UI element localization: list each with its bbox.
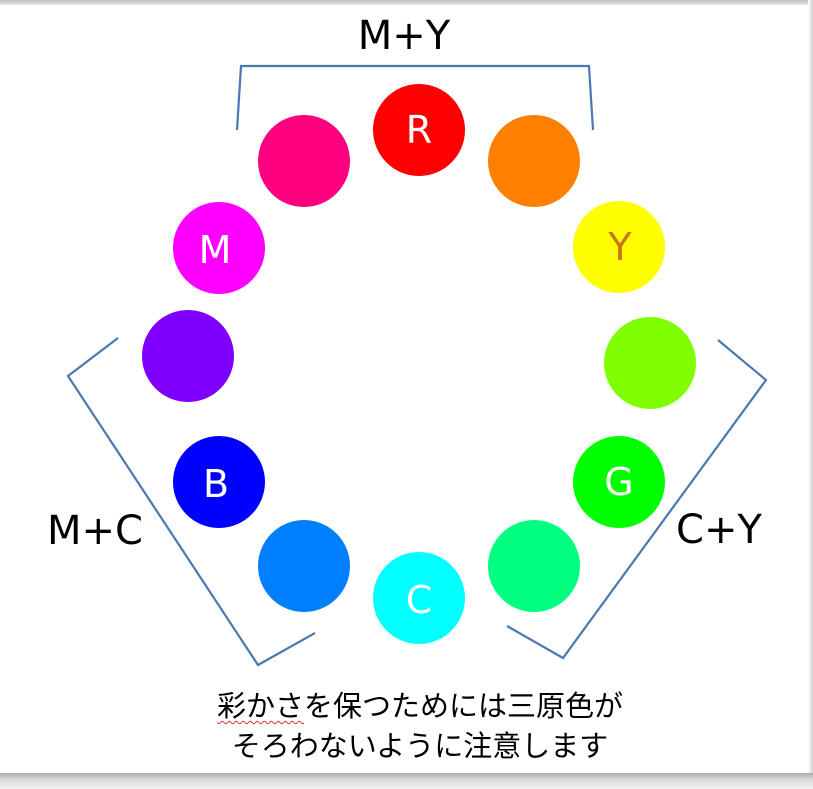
circle-yellow-green-disc	[604, 317, 696, 409]
circle-magenta: M	[173, 202, 265, 294]
circle-magenta-label: M	[199, 228, 232, 272]
circle-cyan-disc	[373, 552, 465, 644]
circle-green-cyan-disc	[488, 520, 580, 612]
circle-red-orange-disc	[488, 115, 580, 207]
circle-cyan-blue	[258, 520, 350, 612]
circle-blue: B	[173, 436, 265, 528]
circle-red-orange	[488, 115, 580, 207]
bracket-m-plus-y	[235, 64, 595, 131]
caption-line-1-word: 彩かさ	[216, 689, 304, 723]
window-top-edge	[0, 0, 813, 5]
caption-line-1-rest: を保つためには三原色が	[304, 689, 624, 723]
circle-violet	[142, 310, 234, 402]
circle-cyan-blue-disc	[258, 520, 350, 612]
circle-yellow-disc	[573, 201, 665, 293]
bracket-m-plus-c	[66, 337, 316, 667]
group-label-m-plus-c: M+C	[47, 508, 143, 554]
circle-red: R	[373, 84, 465, 176]
circle-green-cyan	[488, 520, 580, 612]
circle-blue-label: B	[203, 462, 229, 506]
window-right-edge	[808, 0, 813, 775]
caption-note: 彩かさを保つためには三原色が そろわないように注意します	[120, 686, 720, 766]
circle-magenta-disc	[173, 202, 265, 294]
circle-magenta-red-disc	[258, 115, 350, 207]
circle-green-disc	[573, 436, 665, 528]
circle-violet-disc	[142, 310, 234, 402]
circle-yellow-label: Y	[607, 225, 632, 269]
circle-green: G	[573, 436, 665, 528]
circle-red-label: R	[406, 108, 432, 152]
circle-red-disc	[373, 84, 465, 176]
circle-yellow-green	[604, 317, 696, 409]
circle-green-label: G	[604, 460, 633, 504]
circle-yellow: Y	[573, 201, 665, 293]
window-bottom-edge	[0, 773, 813, 789]
group-label-c-plus-y: C+Y	[676, 507, 762, 553]
circle-cyan-label: C	[406, 578, 433, 622]
caption-line-1: 彩かさを保つためには三原色が	[120, 686, 720, 726]
circle-magenta-red	[258, 115, 350, 207]
group-label-m-plus-y: M+Y	[358, 13, 451, 59]
circle-cyan: C	[373, 552, 465, 644]
bracket-c-plus-y	[506, 339, 768, 660]
circle-blue-disc	[173, 436, 265, 528]
caption-line-2: そろわないように注意します	[231, 729, 609, 763]
